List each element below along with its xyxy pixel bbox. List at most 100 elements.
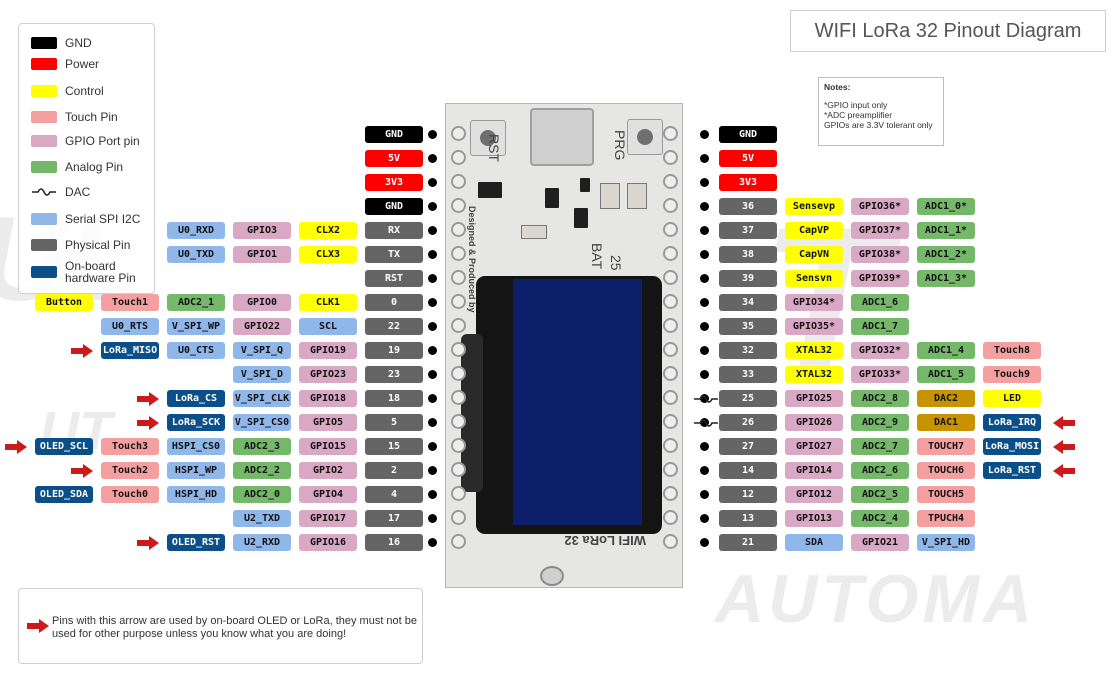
legend-label: GND bbox=[65, 36, 92, 50]
pin-label-gpio: GPIO38* bbox=[851, 246, 909, 263]
pin-label-spi: U2_TXD bbox=[233, 510, 291, 527]
pin-label-analog: ADC2_2 bbox=[233, 462, 291, 479]
pin-label-spi: HSPI_CS0 bbox=[167, 438, 225, 455]
pin-label-gpio: GPIO25 bbox=[785, 390, 843, 407]
notes-line: GPIOs are 3.3V tolerant only bbox=[824, 120, 933, 130]
component bbox=[521, 225, 547, 239]
legend-label: Touch Pin bbox=[65, 110, 118, 124]
pin-dot bbox=[428, 274, 437, 283]
pin-label-hardware: LoRa_IRQ bbox=[983, 414, 1041, 431]
pin-label-physical: 32 bbox=[719, 342, 777, 359]
pin-label-physical: RST bbox=[365, 270, 423, 287]
title-box: WIFI LoRa 32 Pinout Diagram bbox=[790, 10, 1106, 52]
pin-label-physical: 39 bbox=[719, 270, 777, 287]
pin-label-hardware: LoRa_RST bbox=[983, 462, 1041, 479]
warning-box: Pins with this arrow are used by on-boar… bbox=[18, 588, 423, 664]
header-hole bbox=[663, 293, 678, 309]
header-hole bbox=[663, 125, 678, 141]
pin-dot bbox=[428, 250, 437, 259]
pin-label-physical: 35 bbox=[719, 318, 777, 335]
header-hole bbox=[663, 245, 678, 261]
legend-label: GPIO Port pin bbox=[65, 134, 140, 148]
pin-dot bbox=[700, 418, 709, 427]
pin-dot bbox=[700, 274, 709, 283]
pin-label-control: CLX3 bbox=[299, 246, 357, 263]
pin-dot bbox=[428, 514, 437, 523]
pin-label-analog: ADC2_6 bbox=[851, 462, 909, 479]
pin-dot bbox=[700, 178, 709, 187]
pin-label-control: LED bbox=[983, 390, 1041, 407]
legend-item: DAC bbox=[31, 184, 90, 200]
pin-dot bbox=[700, 514, 709, 523]
warning-arrow-icon bbox=[1053, 439, 1075, 454]
watermark-text: AUTOMA bbox=[715, 561, 1037, 637]
pin-label-spi: U2_RXD bbox=[233, 534, 291, 551]
legend-item: GPIO Port pin bbox=[31, 133, 140, 149]
pin-label-analog: ADC1_2* bbox=[917, 246, 975, 263]
legend-label: Serial SPI I2C bbox=[65, 212, 141, 226]
legend-label: Physical Pin bbox=[65, 238, 131, 252]
pin-label-analog: ADC1_5 bbox=[917, 366, 975, 383]
pin-label-touch: TOUCH7 bbox=[917, 438, 975, 455]
legend-label: Power bbox=[65, 57, 100, 71]
warning-arrow-icon bbox=[71, 343, 93, 358]
pin-label-spi: U0_RXD bbox=[167, 222, 225, 239]
dac-wave-icon bbox=[32, 188, 56, 196]
pin-dot bbox=[700, 130, 709, 139]
legend-swatch bbox=[31, 85, 57, 97]
pin-label-hardware: OLED_RST bbox=[167, 534, 225, 551]
pin-dot bbox=[428, 490, 437, 499]
header-hole bbox=[663, 317, 678, 333]
pin-label-dac: DAC1 bbox=[917, 414, 975, 431]
legend-swatch bbox=[31, 239, 57, 251]
pin-label-gpio: GPIO34* bbox=[785, 294, 843, 311]
pin-dot bbox=[428, 154, 437, 163]
pin-label-gnd: GND bbox=[365, 198, 423, 215]
oled-screen bbox=[513, 279, 642, 525]
pin-label-control: CapVP bbox=[785, 222, 843, 239]
pin-dot bbox=[700, 154, 709, 163]
pin-dot bbox=[428, 298, 437, 307]
pin-label-touch: Touch8 bbox=[983, 342, 1041, 359]
pin-label-analog: ADC1_4 bbox=[917, 342, 975, 359]
pin-label-spi: V_SPI_CS0 bbox=[233, 414, 291, 431]
legend-label: Analog Pin bbox=[65, 160, 124, 174]
pin-label-physical: 18 bbox=[365, 390, 423, 407]
pin-label-gpio: GPIO2 bbox=[299, 462, 357, 479]
header-hole bbox=[451, 485, 466, 501]
legend-label: DAC bbox=[65, 185, 91, 199]
pin-dot bbox=[428, 370, 437, 379]
pin-label-spi: V_SPI_HD bbox=[917, 534, 975, 551]
pin-label-analog: ADC2_0 bbox=[233, 486, 291, 503]
chip bbox=[580, 178, 590, 192]
pin-label-physical: 15 bbox=[365, 438, 423, 455]
notes-box: Notes: *GPIO input only *ADC preamplifie… bbox=[818, 77, 944, 146]
header-hole bbox=[451, 173, 466, 189]
bat-silk-label: BAT bbox=[589, 243, 605, 270]
prg-button bbox=[627, 119, 663, 155]
pin-dot bbox=[700, 202, 709, 211]
usb-connector bbox=[530, 108, 594, 166]
pin-label-control: CLX2 bbox=[299, 222, 357, 239]
pin-label-analog: ADC1_3* bbox=[917, 270, 975, 287]
pin-label-physical: 4 bbox=[365, 486, 423, 503]
warning-arrow-icon bbox=[137, 391, 159, 406]
pin-label-physical: 17 bbox=[365, 510, 423, 527]
pin-label-gpio: GPIO18 bbox=[299, 390, 357, 407]
pin-label-analog: ADC2_4 bbox=[851, 510, 909, 527]
pin-dot bbox=[428, 418, 437, 427]
pin-label-physical: 34 bbox=[719, 294, 777, 311]
pin-label-gpio: GPIO23 bbox=[299, 366, 357, 383]
pin-dot bbox=[428, 226, 437, 235]
pin-label-analog: ADC2_7 bbox=[851, 438, 909, 455]
pin-label-physical: 27 bbox=[719, 438, 777, 455]
pin-label-touch: TPUCH4 bbox=[917, 510, 975, 527]
legend-item: Touch Pin bbox=[31, 109, 118, 125]
pin-label-gpio: GPIO19 bbox=[299, 342, 357, 359]
pin-label-gpio: GPIO39* bbox=[851, 270, 909, 287]
pin-label-physical: 37 bbox=[719, 222, 777, 239]
pin-label-touch: Touch0 bbox=[101, 486, 159, 503]
pin-label-touch: TOUCH6 bbox=[917, 462, 975, 479]
pin-label-physical: 14 bbox=[719, 462, 777, 479]
pin-dot bbox=[700, 466, 709, 475]
